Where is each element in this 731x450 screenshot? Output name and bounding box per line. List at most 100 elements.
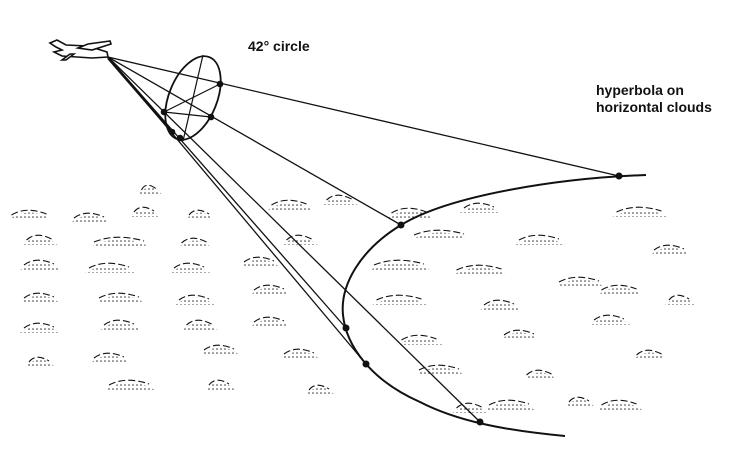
cloud-edge bbox=[253, 316, 285, 323]
cloud bbox=[185, 212, 215, 220]
cloud bbox=[70, 215, 110, 223]
cloud-edge bbox=[413, 229, 465, 236]
cloud-edge bbox=[26, 234, 52, 241]
cloud-edge bbox=[133, 206, 155, 213]
cloud-edge bbox=[668, 294, 690, 301]
cloud bbox=[267, 202, 313, 210]
cloud-edge bbox=[326, 194, 352, 201]
cloud-edge bbox=[373, 259, 425, 266]
cloud bbox=[452, 267, 508, 275]
cloud-edge bbox=[503, 329, 535, 336]
cloud bbox=[387, 210, 433, 218]
cloud bbox=[22, 237, 58, 245]
cloud-edge bbox=[286, 234, 312, 241]
cloud bbox=[177, 240, 213, 248]
cloud bbox=[182, 322, 218, 330]
cloud-edge bbox=[181, 237, 207, 244]
cloud bbox=[25, 359, 55, 367]
cloud bbox=[105, 382, 155, 390]
cloud-edge bbox=[601, 399, 637, 406]
cloud bbox=[20, 295, 60, 303]
cloud-edge bbox=[141, 184, 157, 191]
cloud-edge bbox=[108, 379, 150, 386]
cloud bbox=[282, 237, 318, 245]
cloud-layer bbox=[7, 184, 695, 413]
cloud bbox=[95, 295, 145, 303]
sight-line-5 bbox=[107, 56, 481, 423]
cloud bbox=[632, 352, 668, 360]
cloud bbox=[480, 302, 520, 310]
cloud-edge bbox=[601, 284, 637, 291]
42-degree-circle bbox=[163, 54, 222, 142]
hyperbola-points bbox=[342, 172, 623, 426]
cloud bbox=[415, 367, 465, 375]
cloud bbox=[100, 322, 140, 330]
hyperbola-label-line2: horizontal clouds bbox=[596, 99, 712, 115]
cloud bbox=[370, 262, 430, 270]
cloud-edge bbox=[401, 334, 437, 341]
cloud bbox=[665, 297, 695, 305]
cloud-edge bbox=[483, 299, 515, 306]
cloud-edge bbox=[271, 199, 307, 206]
cloud bbox=[590, 317, 630, 325]
circle-label: 42° circle bbox=[248, 38, 310, 54]
sight-lines bbox=[107, 56, 620, 423]
cloud bbox=[305, 387, 335, 395]
cloud-edge bbox=[208, 379, 230, 386]
circle-points bbox=[160, 80, 224, 142]
cloud bbox=[372, 297, 428, 305]
cloud-edge bbox=[456, 264, 502, 271]
cloud-edge bbox=[93, 236, 145, 243]
cloud bbox=[452, 405, 488, 413]
cloud-edge bbox=[558, 276, 600, 283]
cloud bbox=[650, 247, 690, 255]
cloud bbox=[522, 372, 558, 380]
cloud-edge bbox=[28, 356, 50, 363]
cloud-edge bbox=[88, 262, 130, 269]
cloud bbox=[322, 197, 358, 205]
cloud-edge bbox=[23, 292, 55, 299]
cloud bbox=[250, 319, 290, 327]
cloud bbox=[410, 232, 470, 240]
cloud bbox=[137, 187, 163, 195]
cloud bbox=[205, 382, 235, 390]
cloud-edge bbox=[93, 352, 125, 359]
cloud-edge bbox=[616, 206, 662, 213]
cloud-edge bbox=[253, 284, 285, 291]
cloud-edge bbox=[418, 364, 460, 371]
cloud bbox=[20, 262, 60, 270]
cloud bbox=[597, 287, 643, 295]
cloud-edge bbox=[203, 344, 235, 351]
cloud bbox=[555, 279, 605, 287]
cloud-edge bbox=[636, 349, 662, 356]
cloud bbox=[90, 355, 130, 363]
cloud-edge bbox=[463, 202, 495, 209]
cloud bbox=[515, 237, 565, 245]
cloud-edge bbox=[103, 319, 135, 326]
sight-line-2 bbox=[107, 56, 402, 226]
airplane-icon bbox=[48, 39, 113, 61]
cloud bbox=[565, 399, 595, 407]
cloud bbox=[85, 265, 135, 273]
cloud bbox=[240, 259, 280, 267]
cloud-edge bbox=[186, 319, 212, 326]
cloud bbox=[597, 402, 643, 410]
cloud bbox=[20, 325, 60, 333]
cloud-edge bbox=[188, 209, 210, 216]
cloud-edge bbox=[11, 209, 47, 216]
cloud bbox=[200, 347, 240, 355]
cloud bbox=[460, 205, 500, 213]
cloud-edge bbox=[456, 402, 482, 409]
cloud-edge bbox=[173, 262, 205, 269]
cloud bbox=[500, 332, 540, 340]
cloud bbox=[7, 212, 53, 220]
cloud-edge bbox=[653, 244, 685, 251]
cloud-edge bbox=[283, 348, 315, 355]
cloud-edge bbox=[488, 399, 530, 406]
cloud-edge bbox=[243, 256, 275, 263]
cloud bbox=[397, 337, 443, 345]
hyperbola-label-line1: hyperbola on bbox=[596, 82, 684, 98]
cloud-edge bbox=[526, 369, 552, 376]
